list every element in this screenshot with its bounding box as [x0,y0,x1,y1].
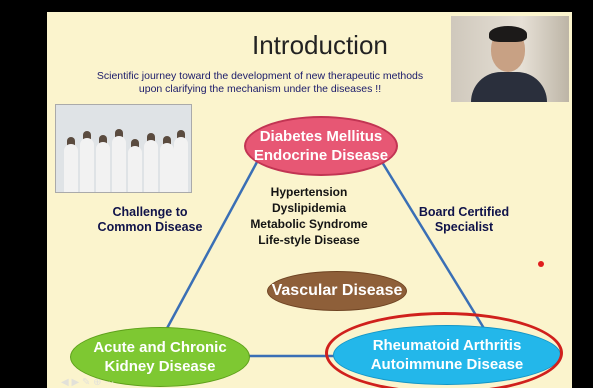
triangle-connectors [163,161,487,358]
diabetes-line-2: Endocrine Disease [253,147,389,164]
left-label-line-2: Common Disease [97,220,203,234]
left-label-line-1: Challenge to [112,205,188,219]
center-item: Metabolic Syndrome [250,217,368,231]
presenter-hair [489,26,527,42]
slideshow-toolbar[interactable]: ◀ ▶ ✎ ⊕ ⋯ [61,377,181,388]
vascular-ellipse: Vascular Disease [267,271,407,311]
group-photo [55,104,192,193]
laser-pointer-dot [538,261,544,267]
line-left [163,161,259,333]
next-icon[interactable]: ▶ [71,377,80,388]
slide-title: Introduction [252,30,388,60]
pen-icon[interactable]: ✎ [81,377,91,388]
subtitle-line-1: Scientific journey toward the developmen… [96,70,424,82]
presentation-slide: Introduction Scientific journey toward t… [47,12,572,388]
diabetes-line-1: Diabetes Mellitus [259,128,383,145]
vascular-label: Vascular Disease [271,282,403,299]
zoom-icon[interactable]: ⊕ [93,377,102,388]
kidney-line-2: Kidney Disease [104,358,216,375]
diabetes-ellipse: Diabetes Mellitus Endocrine Disease [244,116,398,176]
right-label-line-1: Board Certified [418,205,510,219]
menu-icon[interactable]: ⋯ [104,377,115,388]
highlight-ring [325,312,563,388]
right-label-line-2: Specialist [434,220,494,234]
presenter-video [451,16,569,102]
center-item: Hypertension [270,185,348,199]
line-right [380,161,487,331]
presenter-body [471,72,547,102]
kidney-ellipse: Acute and Chronic Kidney Disease [70,327,250,387]
center-item: Life-style Disease [258,233,360,247]
prev-icon[interactable]: ◀ [61,377,69,388]
right-label: Board Certified Specialist [399,205,529,235]
subtitle-line-2: upon clarifying the mechanism under the … [138,83,382,95]
left-label: Challenge to Common Disease [85,205,215,235]
center-disease-list: Hypertension Dyslipidemia Metabolic Synd… [225,184,393,248]
kidney-line-1: Acute and Chronic [93,339,227,356]
center-item: Dyslipidemia [271,201,347,215]
slide-subtitle: Scientific journey toward the developmen… [55,70,465,96]
